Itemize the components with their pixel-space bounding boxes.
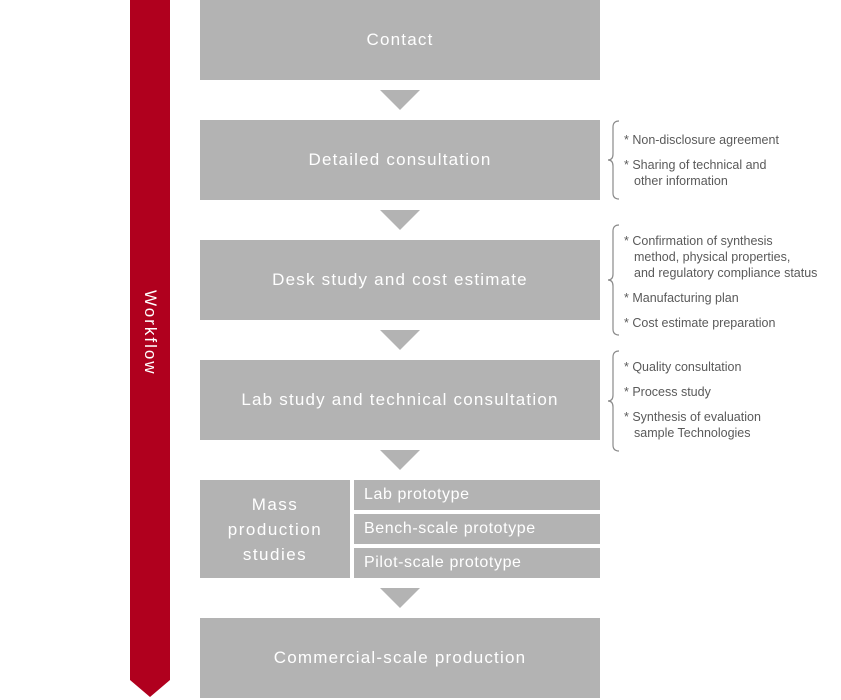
note-line: * Synthesis of evaluation [624,410,761,424]
step-label: Desk study and cost estimate [272,270,528,289]
mass-production-label-line: studies [242,544,308,564]
note-item: * Sharing of technical and other informa… [624,157,779,189]
note-item: * Non-disclosure agreement [624,132,779,148]
note-item: * Confirmation of synthesis method, phys… [624,233,817,281]
step-label: Commercial-scale production [273,648,527,667]
step-label: Lab study and technical consultation [241,390,559,409]
workflow-label: Workflow [141,290,160,376]
sub-step-bench-scale-prototype: Bench-scale prototype [354,514,600,544]
note-line: method, physical properties, [634,250,791,264]
step-label: Contact [366,30,434,49]
down-arrow [380,450,420,470]
note-line: * Sharing of technical and [624,158,767,172]
step-lab-study: Lab study and technical consultation [200,360,600,440]
note-item: * Cost estimate preparation [624,315,817,331]
brace-icon [607,120,620,200]
step-contact: Contact [200,0,600,80]
step-label: Detailed consultation [308,150,492,169]
mass-production-label-line: Mass [251,494,299,514]
mass-production-label-line: production [227,519,323,539]
note-item: * Synthesis of evaluation sample Technol… [624,409,761,441]
note-item: * Manufacturing plan [624,290,817,306]
note-line: sample Technologies [634,426,751,440]
step-commercial-scale-production: Commercial-scale production [200,618,600,698]
sub-step-label: Pilot-scale prototype [364,554,522,571]
sub-step-label: Bench-scale prototype [364,520,536,537]
step-detailed-consultation: Detailed consultation [200,120,600,200]
down-arrow [380,330,420,350]
note-line: * Quality consultation [624,360,742,374]
down-arrow [380,210,420,230]
notes-detailed-consultation: * Non-disclosure agreement * Sharing of … [624,132,779,198]
note-line: * Manufacturing plan [624,291,739,305]
sub-step-lab-prototype: Lab prototype [354,480,600,510]
workflow-arrow-shape [130,0,170,697]
brace-icon [607,350,620,452]
down-arrow [380,90,420,110]
notes-lab-study: * Quality consultation * Process study *… [624,359,761,450]
mass-production-box: Mass production studies [200,480,350,578]
down-arrow [380,588,420,608]
note-line: * Cost estimate preparation [624,316,776,330]
note-item: * Process study [624,384,761,400]
note-line: * Confirmation of synthesis [624,234,773,248]
notes-desk-study: * Confirmation of synthesis method, phys… [624,233,817,340]
sub-step-pilot-scale-prototype: Pilot-scale prototype [354,548,600,578]
workflow-arrow [130,0,170,697]
note-line: other information [634,174,728,188]
step-desk-study: Desk study and cost estimate [200,240,600,320]
note-line: * Non-disclosure agreement [624,133,779,147]
note-item: * Quality consultation [624,359,761,375]
note-line: and regulatory compliance status [634,266,818,280]
note-line: * Process study [624,385,711,399]
brace-icon [607,224,620,336]
sub-step-label: Lab prototype [364,486,470,503]
